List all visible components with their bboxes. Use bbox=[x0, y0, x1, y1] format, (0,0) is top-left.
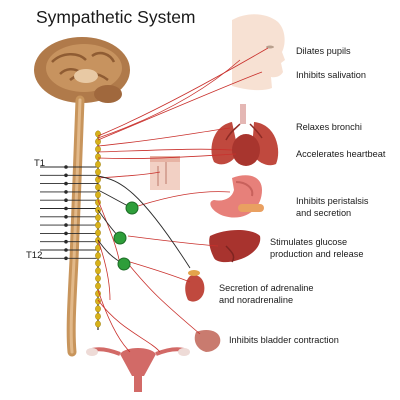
chain-bead bbox=[95, 138, 101, 146]
chain-bead bbox=[95, 267, 101, 275]
effect-label-adrenaline: Secretion of adrenaline and noradrenalin… bbox=[219, 282, 314, 306]
spinal-nerve-dot bbox=[64, 173, 68, 178]
chain-bead bbox=[95, 320, 101, 328]
segment-label-t1: T1 bbox=[34, 158, 46, 169]
spinal-nerve-dot bbox=[64, 198, 68, 202]
spinal-nerve-dot bbox=[64, 248, 68, 252]
postganglionic-fiber bbox=[97, 148, 233, 153]
chain-bead bbox=[95, 191, 101, 199]
chain-bead bbox=[95, 176, 101, 184]
postganglionic-fiber bbox=[97, 289, 131, 353]
face-illustration bbox=[232, 14, 285, 91]
spinal-nerve-dot bbox=[64, 215, 68, 219]
spinal-nerve-dot bbox=[64, 223, 68, 227]
brain-illustration bbox=[34, 37, 130, 103]
stomach-illustration bbox=[210, 175, 264, 218]
chain-bead bbox=[95, 282, 101, 290]
diagram-title: Sympathetic System bbox=[36, 7, 196, 27]
postganglionic-fiber bbox=[137, 191, 231, 207]
spinal-nerve-rungs bbox=[40, 165, 98, 261]
postganglionic-fiber bbox=[97, 127, 231, 147]
effect-label-peristalsis-line1: Inhibits peristalsis bbox=[296, 196, 369, 206]
chain-bead bbox=[95, 274, 101, 282]
postganglionic-fiber bbox=[129, 261, 191, 283]
spinal-nerve-dot bbox=[64, 206, 68, 211]
spinal-nerve-dot bbox=[64, 231, 68, 236]
chain-bead bbox=[95, 160, 101, 168]
chain-bead bbox=[95, 168, 101, 176]
effect-label-adrenaline-line1: Secretion of adrenaline bbox=[219, 283, 314, 293]
chain-bead bbox=[95, 221, 101, 229]
spinal-nerve-dot bbox=[64, 239, 68, 244]
chain-bead bbox=[95, 259, 101, 267]
celiac-ganglion bbox=[125, 201, 139, 215]
segment-label-t12: T12 bbox=[26, 250, 43, 261]
postganglionic-fiber bbox=[97, 47, 269, 137]
chain-bead bbox=[95, 130, 101, 138]
postganglionic-fiber bbox=[129, 265, 201, 335]
chain-bead bbox=[95, 183, 101, 191]
bladder-illustration bbox=[194, 330, 221, 352]
inferior-mesenteric-ganglion bbox=[117, 257, 131, 271]
effect-label-glucose-line2: production and release bbox=[270, 249, 364, 259]
effect-label-peristalsis-line2: and secretion bbox=[296, 208, 352, 218]
spinal-nerve-dot bbox=[64, 256, 68, 261]
spinal-nerve-dot bbox=[64, 190, 68, 194]
kidney-illustration bbox=[185, 270, 205, 302]
postganglionic-fiber bbox=[97, 299, 161, 353]
lungs-heart-illustration bbox=[211, 104, 279, 166]
chain-bead bbox=[95, 214, 101, 222]
spinal-nerve-dot bbox=[64, 165, 68, 169]
effect-label-salivation: Inhibits salivation bbox=[296, 70, 366, 80]
chain-bead bbox=[95, 297, 101, 305]
chain-ganglia bbox=[95, 130, 101, 328]
reproductive-organs-illustration bbox=[86, 347, 190, 392]
nerve-fibers bbox=[97, 47, 269, 353]
effect-label-glucose: Stimulates glucose production and releas… bbox=[270, 236, 363, 260]
effect-label-peristalsis: Inhibits peristalsis and secretion bbox=[296, 195, 369, 219]
postganglionic-fiber bbox=[97, 59, 241, 139]
chain-bead bbox=[95, 145, 101, 153]
postganglionic-fiber bbox=[97, 239, 111, 301]
effect-label-adrenaline-line2: and noradrenaline bbox=[219, 295, 294, 305]
postganglionic-fiber bbox=[97, 153, 237, 159]
postganglionic-fiber bbox=[97, 71, 263, 141]
prevertebral-ganglia bbox=[113, 201, 139, 271]
effect-label-heartbeat: Accelerates heartbeat bbox=[296, 149, 386, 159]
postganglionic-fiber bbox=[127, 235, 219, 247]
preganglionic-fiber bbox=[97, 175, 191, 269]
effect-label-pupils: Dilates pupils bbox=[296, 46, 351, 56]
liver-illustration bbox=[209, 230, 261, 263]
spinal-nerve-dot bbox=[64, 181, 68, 186]
chain-bead bbox=[95, 252, 101, 260]
eye-icon bbox=[266, 45, 274, 49]
effect-label-bladder: Inhibits bladder contraction bbox=[229, 335, 339, 345]
superior-mesenteric-ganglion bbox=[113, 231, 127, 245]
chain-bead bbox=[95, 229, 101, 237]
effect-label-bronchi: Relaxes bronchi bbox=[296, 122, 362, 132]
chain-bead bbox=[95, 312, 101, 320]
effect-label-glucose-line1: Stimulates glucose bbox=[270, 237, 348, 247]
chain-bead bbox=[95, 305, 101, 313]
chain-bead bbox=[95, 153, 101, 161]
